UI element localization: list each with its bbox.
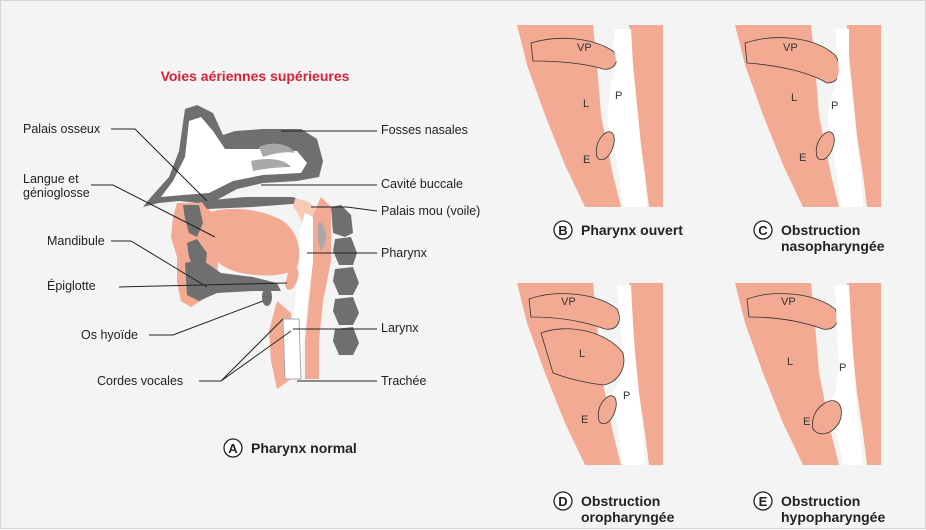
tongue [207, 209, 299, 276]
panel-d-e: E [581, 414, 588, 426]
panel-e-p: P [839, 362, 846, 374]
caption-c-line1: Obstruction [781, 222, 860, 238]
label-cavite-buccale: Cavité buccale [381, 177, 463, 191]
caption-b: B Pharynx ouvert [554, 221, 683, 239]
caption-e: E Obstruction hypopharyngée [754, 492, 885, 525]
caption-e-line2: hypopharyngée [781, 509, 885, 525]
caption-b-text: Pharynx ouvert [581, 222, 683, 238]
badge-d-letter: D [558, 494, 567, 509]
label-larynx: Larynx [381, 321, 419, 335]
panel-e-e: E [803, 416, 810, 428]
badge-c-letter: C [758, 223, 768, 238]
label-trachee: Trachée [381, 374, 426, 388]
panel-e-l: L [787, 356, 793, 368]
panel-e: VP L P E [735, 283, 881, 465]
panel-b-vp: VP [577, 42, 592, 54]
panel-c: VP L P E [735, 25, 881, 207]
panel-b-e: E [583, 154, 590, 166]
caption-d: D Obstruction oropharyngée [554, 492, 675, 525]
panel-d: VP L P E [517, 283, 663, 465]
label-palais-osseux: Palais osseux [23, 122, 101, 136]
label-genioglosse: génioglosse [23, 186, 90, 200]
panel-d-l: L [579, 348, 585, 360]
caption-d-line2: oropharyngée [581, 509, 675, 525]
label-mandibule: Mandibule [47, 234, 105, 248]
label-epiglotte: Épiglotte [47, 278, 96, 293]
panel-d-p: P [623, 390, 630, 402]
panel-b-l: L [583, 98, 589, 110]
sagittal-head-view [143, 105, 359, 389]
panel-b: VP L P E [517, 25, 663, 207]
panel-d-vp: VP [561, 296, 576, 308]
label-langue: Langue et [23, 172, 79, 186]
trachea [283, 319, 301, 379]
caption-d-line1: Obstruction [581, 493, 660, 509]
panel-c-vp: VP [783, 42, 798, 54]
caption-a: A Pharynx normal [224, 439, 357, 457]
caption-a-text: Pharynx normal [251, 440, 357, 456]
panel-e-vp: VP [781, 296, 796, 308]
main-title: Voies aériennes supérieures [161, 68, 350, 84]
panel-c-p: P [831, 100, 838, 112]
caption-e-line1: Obstruction [781, 493, 860, 509]
label-fosses-nasales: Fosses nasales [381, 123, 468, 137]
label-os-hyoide: Os hyoïde [81, 328, 138, 342]
hyoid-bone [262, 288, 272, 306]
panel-c-e: E [799, 152, 806, 164]
caption-c-line2: nasopharyngée [781, 238, 885, 254]
label-palais-mou: Palais mou (voile) [381, 204, 480, 218]
label-pharynx: Pharynx [381, 246, 428, 260]
badge-b-letter: B [558, 223, 567, 238]
badge-a-letter: A [228, 441, 238, 456]
panel-c-l: L [791, 92, 797, 104]
panel-b-p: P [615, 90, 622, 102]
label-cordes-vocales: Cordes vocales [97, 374, 183, 388]
caption-c: C Obstruction nasopharyngée [754, 221, 885, 254]
badge-e-letter: E [759, 494, 768, 509]
